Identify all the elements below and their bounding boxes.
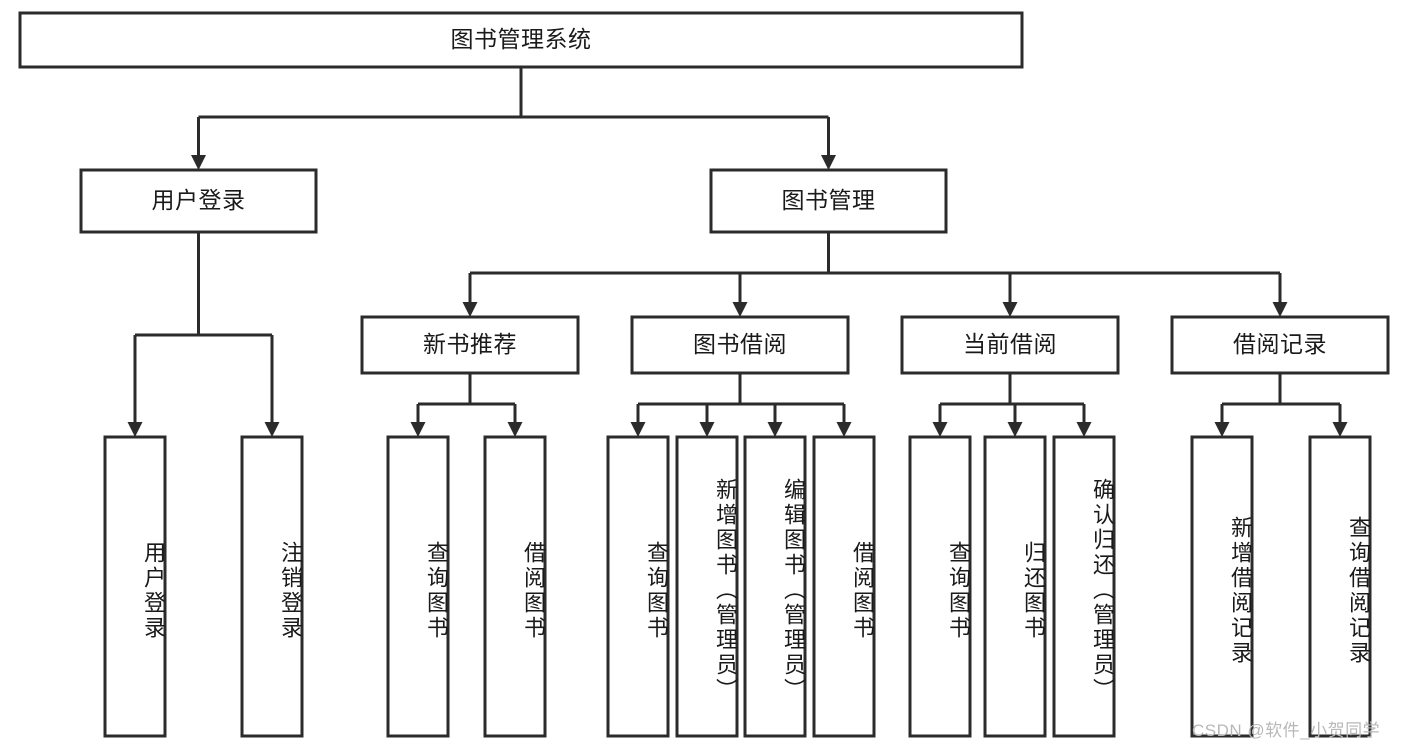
arrowhead-l3-record-1 <box>1332 422 1348 437</box>
node-box-leaf-b-add[interactable] <box>675 435 739 738</box>
arrowhead-l2-book-0 <box>462 302 478 317</box>
connector-layer <box>127 67 1348 437</box>
node-box-leaf-r-query[interactable] <box>1308 435 1372 738</box>
arrowhead-l2-user-0 <box>127 422 143 437</box>
arrowhead-l3-record-0 <box>1214 422 1230 437</box>
arrowhead-l3-borrow-1 <box>699 422 715 437</box>
arrowhead-l2-user-1 <box>264 422 280 437</box>
node-box-l2-user[interactable] <box>79 168 318 234</box>
node-leaf-b-lend[interactable] <box>814 437 874 736</box>
node-box-leaf-new-borrow[interactable] <box>483 435 547 738</box>
node-leaf-user-login[interactable] <box>105 437 165 736</box>
node-leaf-c-return[interactable] <box>985 437 1045 736</box>
node-box-leaf-user-login[interactable] <box>103 435 167 738</box>
node-box-leaf-new-query[interactable] <box>386 435 450 738</box>
node-leaf-r-add[interactable] <box>1192 437 1252 736</box>
node-leaf-new-query[interactable] <box>388 437 448 736</box>
arrowhead-l3-current-2 <box>1076 422 1092 437</box>
node-box-leaf-c-query[interactable] <box>908 435 972 738</box>
node-l3-new[interactable] <box>362 317 578 373</box>
node-box-leaf-b-edit[interactable] <box>743 435 807 738</box>
node-leaf-c-query[interactable] <box>910 437 970 736</box>
arrowhead-l3-borrow-3 <box>836 422 852 437</box>
arrowhead-root-0 <box>191 155 206 170</box>
node-l3-current[interactable] <box>902 317 1118 373</box>
node-box-layer <box>18 11 1390 738</box>
arrowhead-l3-new-1 <box>507 422 523 437</box>
node-box-leaf-r-add[interactable] <box>1190 435 1254 738</box>
node-leaf-b-query[interactable] <box>608 437 668 736</box>
node-box-leaf-c-return[interactable] <box>983 435 1047 738</box>
arrowhead-l2-book-3 <box>1272 302 1288 317</box>
node-box-leaf-user-logout[interactable] <box>240 435 304 738</box>
node-leaf-new-borrow[interactable] <box>485 437 545 736</box>
node-l2-book[interactable] <box>711 170 946 232</box>
arrowhead-root-1 <box>821 155 836 170</box>
node-leaf-b-edit[interactable] <box>745 437 805 736</box>
node-box-l3-borrow[interactable] <box>630 315 850 375</box>
node-box-l3-current[interactable] <box>900 315 1120 375</box>
node-l3-record[interactable] <box>1172 317 1388 373</box>
node-box-leaf-c-confirm[interactable] <box>1052 435 1116 738</box>
arrowhead-l3-borrow-2 <box>767 422 783 437</box>
node-root[interactable] <box>20 13 1022 67</box>
arrowhead-l3-borrow-0 <box>630 422 646 437</box>
node-box-leaf-b-lend[interactable] <box>812 435 876 738</box>
node-box-l2-book[interactable] <box>709 168 948 234</box>
node-box-leaf-b-query[interactable] <box>606 435 670 738</box>
node-l2-user[interactable] <box>81 170 316 232</box>
node-leaf-c-confirm[interactable] <box>1054 437 1114 736</box>
arrowhead-l2-book-1 <box>732 302 748 317</box>
node-box-l3-record[interactable] <box>1170 315 1390 375</box>
arrowhead-l3-current-0 <box>932 422 948 437</box>
node-leaf-user-logout[interactable] <box>242 437 302 736</box>
arrowhead-l3-new-0 <box>410 422 426 437</box>
arrowhead-l3-current-1 <box>1007 422 1023 437</box>
arrowhead-l2-book-2 <box>1002 302 1018 317</box>
node-leaf-r-query[interactable] <box>1310 437 1370 736</box>
node-leaf-b-add[interactable] <box>677 437 737 736</box>
node-box-root[interactable] <box>18 11 1024 69</box>
node-box-l3-new[interactable] <box>360 315 580 375</box>
node-l3-borrow[interactable] <box>632 317 848 373</box>
